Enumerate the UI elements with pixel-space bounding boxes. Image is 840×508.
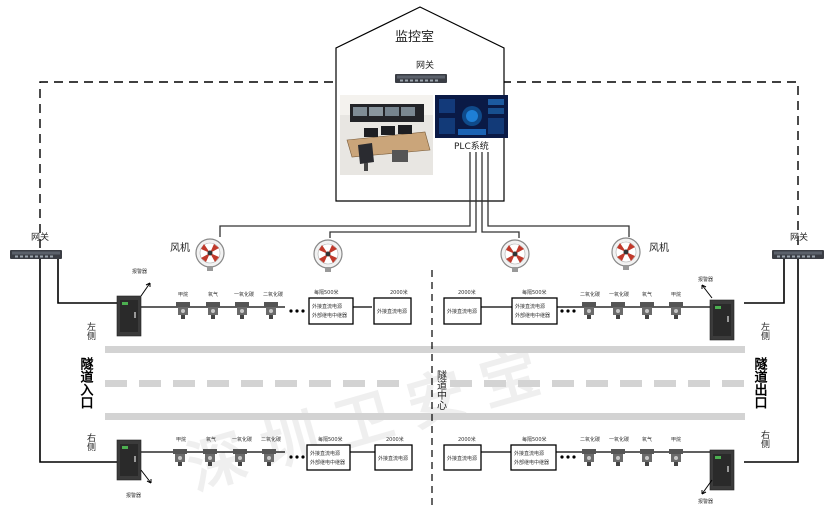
sensor-label: 甲烷 [671, 291, 681, 298]
gas-sensor-icon [640, 449, 654, 466]
alarm-label: 报警器 [126, 492, 141, 499]
relay-box-line1: 外接直流电源 [514, 450, 544, 457]
fan-icon [500, 239, 530, 273]
power-box-label: 外接直流电源 [447, 308, 477, 315]
sensor-label: 氧气 [642, 436, 652, 443]
monitor-gateway-label: 网关 [416, 59, 434, 71]
alarm-controller-cabinet-icon [709, 449, 735, 491]
gas-sensor-icon [173, 449, 187, 466]
alarm-controller-cabinet-icon [116, 439, 142, 481]
fan-label-left: 风机 [170, 241, 190, 254]
fan-row: 风机 风机 [170, 237, 669, 273]
sensor-label: 甲烷 [671, 436, 681, 443]
sensor-line-top-right: 2000米 外接直流电源 每隔500米 外接直流电源 外部继电中继器 二氧化碳 … [443, 276, 735, 341]
distance-label: 2000米 [386, 436, 404, 443]
sensor-label: 一氧化碳 [609, 291, 629, 298]
sensor-label: 氧气 [206, 436, 216, 443]
sensor-label: 氧气 [208, 291, 218, 298]
gas-sensor-icon [206, 302, 220, 319]
gas-sensor-icon [669, 449, 683, 466]
power-box-label: 外接直流电源 [447, 455, 477, 462]
gas-sensor-icon [582, 449, 596, 466]
side-label-right-upper: 左侧 [759, 321, 770, 341]
gas-sensor-icon [582, 302, 596, 319]
side-label-left-lower: 右侧 [85, 432, 96, 452]
left-gateway: 网关 [10, 231, 62, 259]
monitor-gateway-switch-icon [395, 74, 447, 83]
relay-box-line1: 外接直流电源 [310, 450, 340, 457]
side-label-left-upper: 左侧 [85, 321, 96, 341]
sensor-line-top-left: 报警器 甲烷 氧气 一氧化碳 二氧化碳 每隔500米 外接直流电源 外部继电中继… [116, 268, 412, 337]
distance-label: 2000米 [390, 289, 408, 296]
power-box-label: 外接直流电源 [377, 308, 407, 315]
sensor-label: 一氧化碳 [234, 291, 254, 298]
interval-label: 每隔500米 [522, 436, 547, 443]
tunnel-exit-label: 隧道出口 [752, 356, 768, 409]
sensor-label: 甲烷 [176, 436, 186, 443]
right-gateway: 网关 [772, 231, 824, 259]
sensor-label: 甲烷 [178, 291, 188, 298]
side-label-right-lower: 右侧 [759, 429, 770, 449]
sensor-label: 氧气 [642, 291, 652, 298]
tunnel-center-label: 隧道中心 [435, 369, 447, 410]
gas-sensor-icon [611, 449, 625, 466]
sensor-label: 二氧化碳 [580, 436, 600, 443]
sensor-label: 一氧化碳 [609, 436, 629, 443]
alarm-controller-cabinet-icon [116, 295, 142, 337]
tunnel-road: 隧道中心 [105, 270, 745, 508]
right-gateway-switch-icon [772, 250, 824, 259]
left-gateway-label: 网关 [31, 231, 49, 243]
relay-box-line2: 外部继电中继器 [514, 459, 549, 466]
gas-sensor-icon [669, 302, 683, 319]
tunnel-center-lane [105, 380, 744, 387]
relay-box-line1: 外接直流电源 [312, 303, 342, 310]
interval-label: 每隔500米 [522, 289, 547, 296]
control-desk-image [340, 95, 433, 175]
right-gateway-label: 网关 [790, 231, 808, 243]
tunnel-entrance-label: 隧道入口 [78, 356, 94, 409]
fan-icon [195, 238, 225, 272]
sensor-label: 二氧化碳 [580, 291, 600, 298]
gas-sensor-icon [235, 302, 249, 319]
gas-sensor-icon [176, 302, 190, 319]
fan-icon [611, 237, 641, 271]
monitor-room: 监控室 网关 [335, 6, 508, 202]
relay-box-line2: 外部继电中继器 [310, 459, 345, 466]
alarm-controller-cabinet-icon [709, 299, 735, 341]
left-gateway-switch-icon [10, 250, 62, 259]
monitor-room-title: 监控室 [395, 29, 434, 45]
sensor-label: 二氧化碳 [263, 291, 283, 298]
fan-icon [313, 239, 343, 273]
gas-sensor-icon [640, 302, 654, 319]
sensor-label: 一氧化碳 [232, 436, 252, 443]
network-solid-wiring [39, 259, 799, 463]
plc-cables [219, 152, 630, 238]
alarm-label: 报警器 [132, 268, 147, 275]
sensor-line-bottom-right: 2000米 外接直流电源 每隔500米 外接直流电源 外部继电中继器 二氧化碳 … [443, 436, 735, 505]
relay-box-line1: 外接直流电源 [515, 303, 545, 310]
sensor-line-bottom-left: 报警器 甲烷 氧气 一氧化碳 二氧化碳 每隔500米 外接直流电源 外部继电中继… [116, 436, 413, 499]
power-box-label: 外接直流电源 [378, 455, 408, 462]
relay-box-line2: 外部继电中继器 [312, 312, 347, 319]
distance-label: 2000米 [458, 289, 476, 296]
network-dashed-loop [39, 81, 799, 248]
fan-label-right: 风机 [649, 241, 669, 254]
plc-system-label: PLC系统 [454, 140, 489, 152]
interval-label: 每隔500米 [314, 289, 339, 296]
gas-sensor-icon [611, 302, 625, 319]
interval-label: 每隔500米 [318, 436, 343, 443]
relay-box-line2: 外部继电中继器 [515, 312, 550, 319]
alarm-label: 报警器 [698, 276, 713, 283]
plc-dashboard-image [435, 95, 508, 138]
gas-sensor-icon [264, 302, 278, 319]
alarm-label: 报警器 [698, 498, 713, 505]
distance-label: 2000米 [458, 436, 476, 443]
sensor-label: 二氧化碳 [261, 436, 281, 443]
